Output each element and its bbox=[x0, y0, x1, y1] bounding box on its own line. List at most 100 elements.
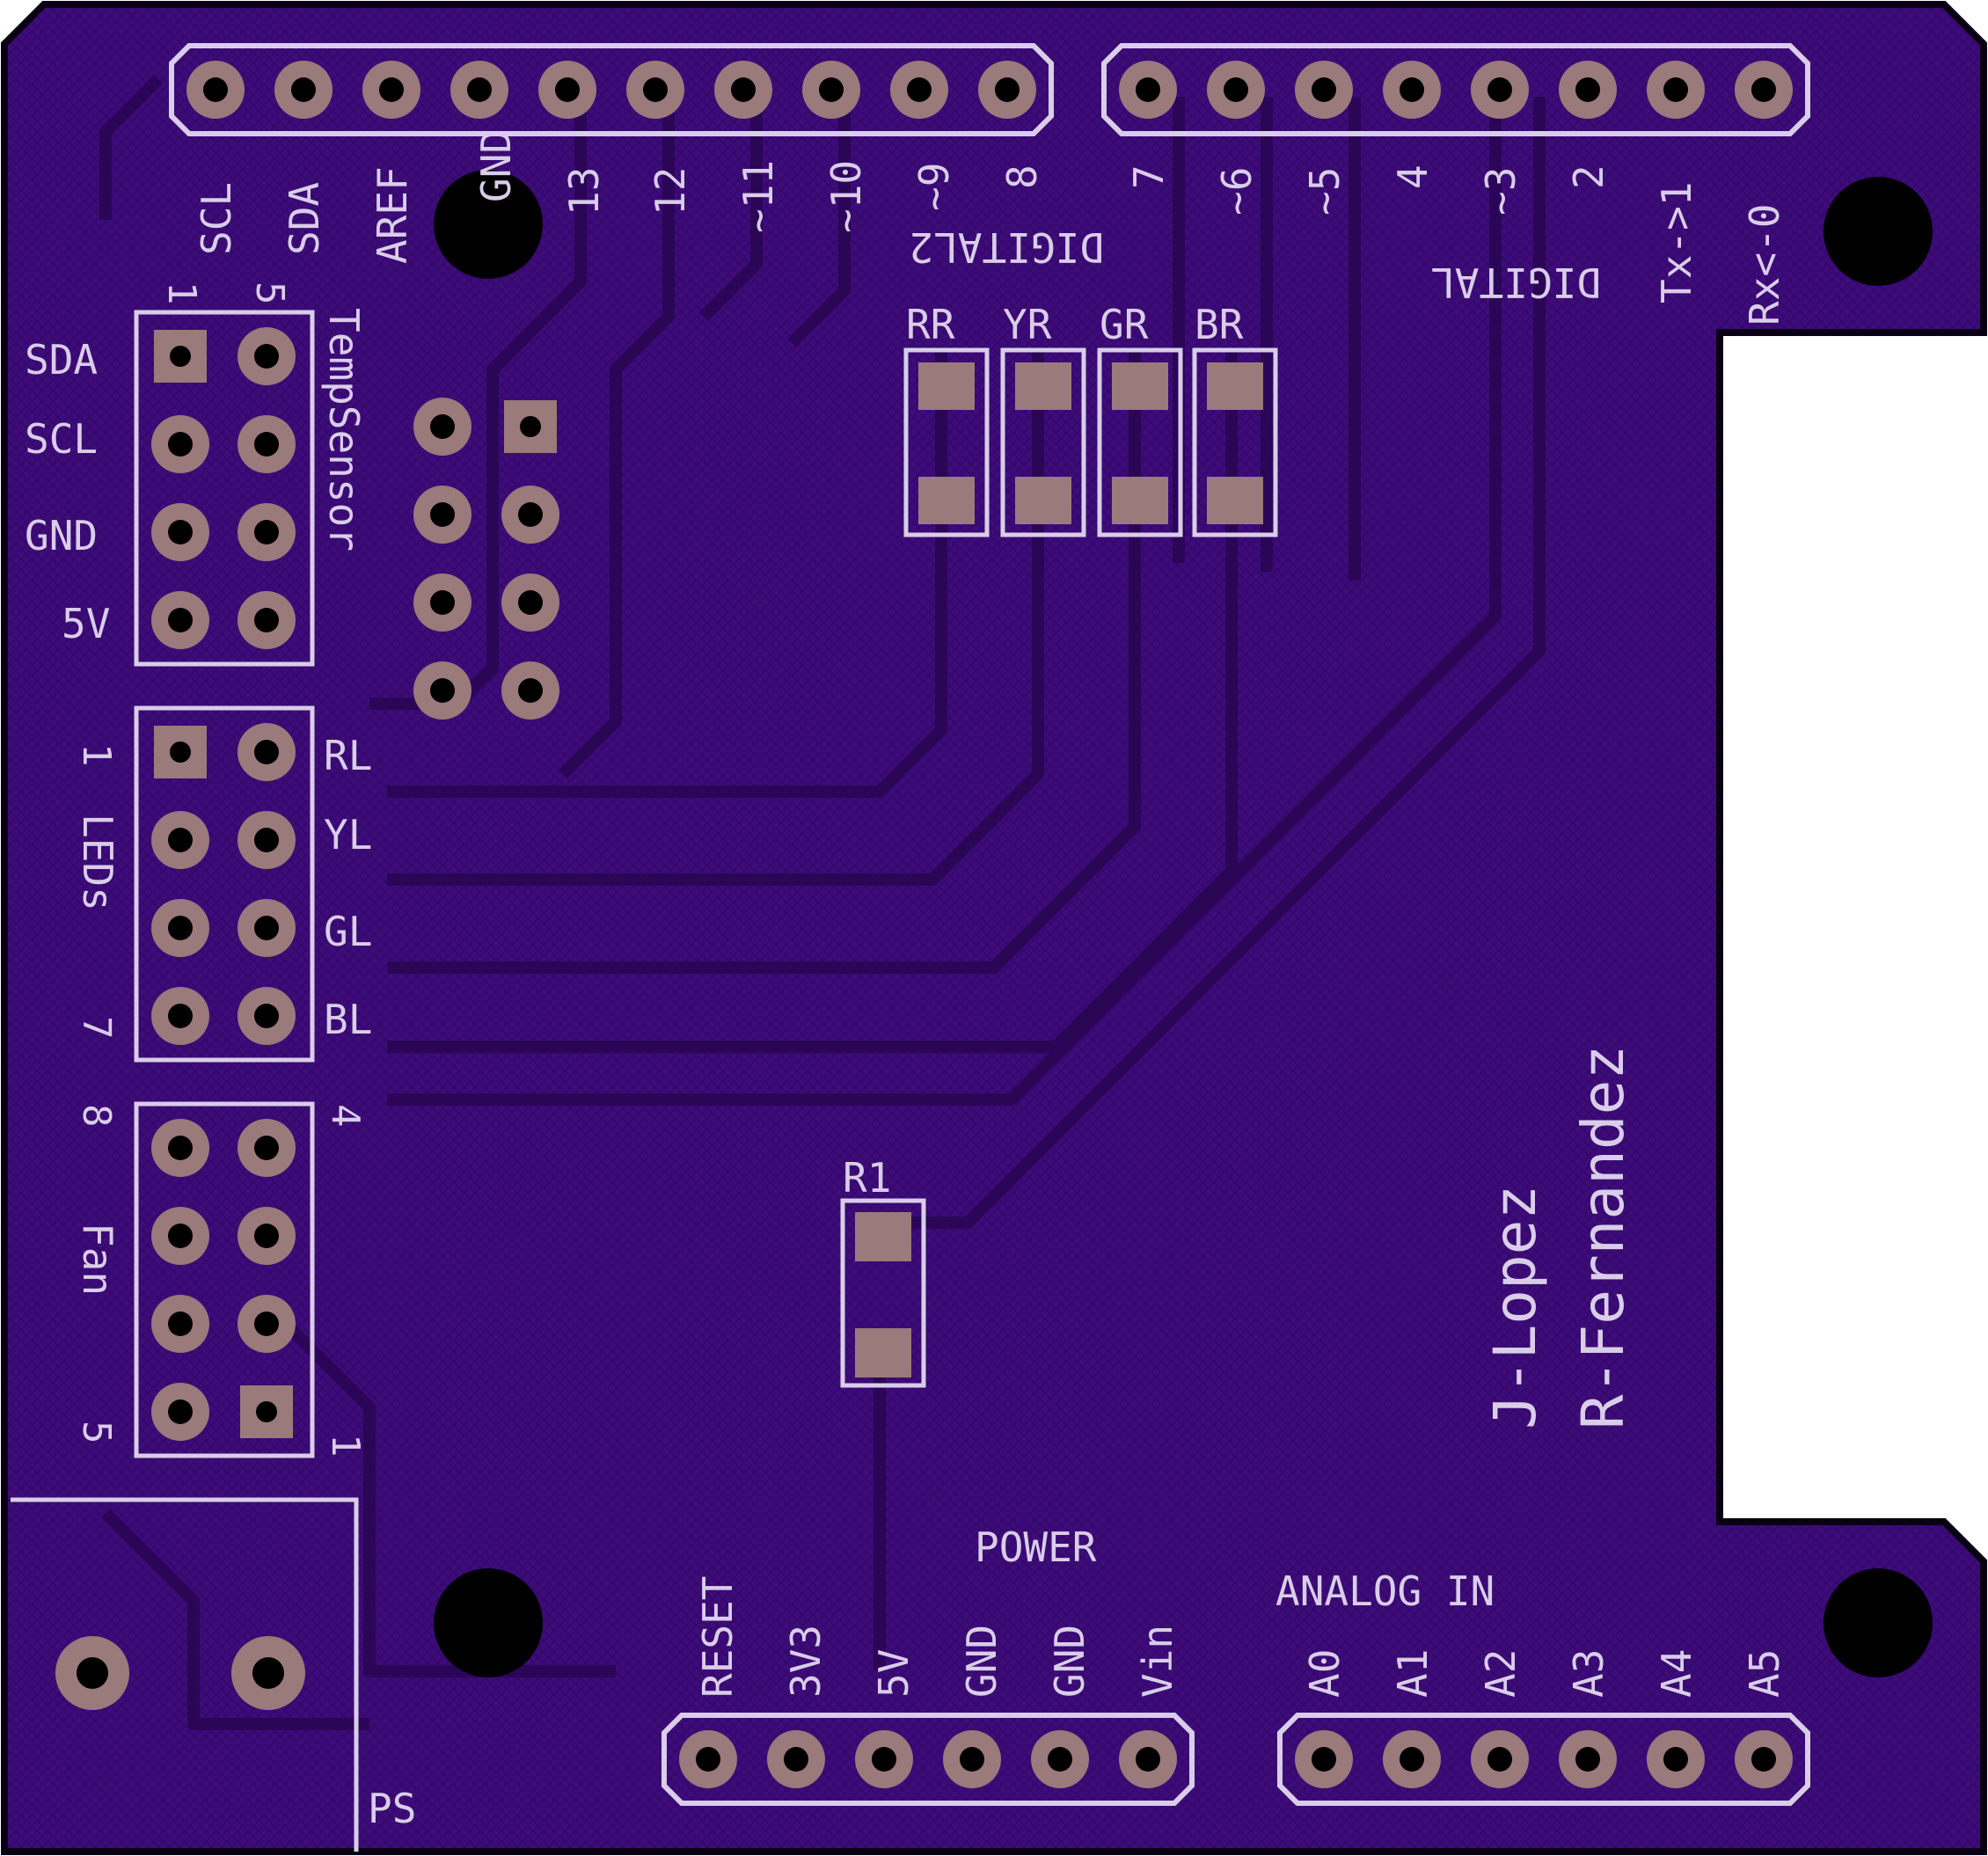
pin-label: ~6 bbox=[1213, 167, 1261, 216]
hole-icon bbox=[77, 1657, 108, 1689]
hole-icon bbox=[1751, 77, 1776, 102]
pin-label: Tx->1 bbox=[1653, 182, 1700, 303]
pin-label: 2 bbox=[1565, 164, 1612, 189]
hole-icon bbox=[1487, 77, 1512, 102]
power-title: POWER bbox=[975, 1524, 1097, 1571]
hole-icon bbox=[379, 77, 404, 102]
resistor-outline bbox=[1097, 347, 1183, 537]
pin-label: 4 bbox=[1389, 164, 1436, 189]
hole-icon bbox=[170, 742, 191, 763]
hole-icon bbox=[1312, 1747, 1336, 1772]
pin-label: AREF bbox=[369, 166, 416, 264]
square-pad-icon bbox=[1015, 477, 1071, 524]
analog-pin-labels: A0 A1 A2 A3 A4 A5 bbox=[1301, 1649, 1788, 1698]
leds-row-label: BL bbox=[324, 996, 372, 1043]
hole-icon bbox=[168, 1004, 193, 1028]
hole-icon bbox=[1663, 77, 1688, 102]
leds-row-label: RL bbox=[324, 732, 372, 779]
tempsensor-pin5-label: 5 bbox=[247, 281, 292, 305]
resistor-label-yr: YR bbox=[1003, 301, 1052, 348]
hole-icon bbox=[643, 77, 668, 102]
hole-icon bbox=[203, 77, 228, 102]
hole-icon bbox=[1487, 1747, 1512, 1772]
header-outline-analog bbox=[1277, 1713, 1810, 1806]
hole-icon bbox=[467, 77, 492, 102]
hole-icon bbox=[254, 520, 279, 544]
hole-icon bbox=[254, 432, 279, 457]
hole-icon bbox=[520, 416, 541, 437]
digital2-group-label: DIGITAL2 bbox=[909, 223, 1104, 271]
hole-icon bbox=[168, 1399, 193, 1424]
digital-group-label: DIGITAL bbox=[1430, 259, 1601, 306]
header-outline-digital2 bbox=[169, 43, 1054, 136]
fan-pin4-label: 4 bbox=[323, 1104, 368, 1128]
hole-icon bbox=[518, 678, 543, 703]
hole-icon bbox=[256, 1401, 277, 1422]
mounting-hole-icon bbox=[434, 1568, 543, 1677]
power-pin-labels: RESET 3V3 5V GND GND Vin bbox=[694, 1576, 1181, 1698]
fan-pin8-label: 8 bbox=[74, 1104, 119, 1128]
square-pad-icon bbox=[1207, 477, 1263, 524]
fan-pin5-label: 5 bbox=[74, 1421, 119, 1444]
pin-label: A2 bbox=[1477, 1649, 1524, 1698]
hole-icon bbox=[430, 502, 455, 527]
hole-icon bbox=[731, 77, 756, 102]
pin-label: Rx<-0 bbox=[1741, 204, 1788, 325]
hole-icon bbox=[819, 77, 844, 102]
resistor-label-br: BR bbox=[1195, 301, 1244, 348]
tempsensor-row-label: SCL bbox=[25, 415, 98, 463]
digital2-pin-labels: SCL SDA AREF GND 13 12 ~11 ~10 ~9 8 bbox=[193, 129, 1046, 264]
hole-icon bbox=[254, 1224, 279, 1248]
hole-icon bbox=[168, 608, 193, 632]
hole-icon bbox=[168, 432, 193, 457]
hole-icon bbox=[1575, 77, 1600, 102]
hole-icon bbox=[872, 1747, 896, 1772]
hole-icon bbox=[168, 916, 193, 940]
hole-icon bbox=[254, 740, 279, 764]
square-pad-icon bbox=[918, 362, 975, 410]
pin-label: A1 bbox=[1389, 1649, 1436, 1698]
author-label: R-Fernandez bbox=[1569, 1045, 1637, 1429]
hole-icon bbox=[254, 608, 279, 632]
tempsensor-pin1-label: 1 bbox=[159, 281, 204, 305]
pin-label: GND bbox=[958, 1625, 1005, 1698]
hole-icon bbox=[168, 1312, 193, 1336]
pin-label: SCL bbox=[193, 182, 240, 255]
hole-icon bbox=[254, 1004, 279, 1028]
hole-icon bbox=[168, 520, 193, 544]
square-pad-icon bbox=[1112, 362, 1168, 410]
pin-label: SDA bbox=[281, 182, 328, 255]
hole-icon bbox=[960, 1747, 984, 1772]
fan-outline bbox=[134, 1101, 315, 1458]
tempsensor-outline bbox=[134, 310, 315, 667]
pin-label: ~11 bbox=[735, 160, 782, 233]
leds-row-label: GL bbox=[324, 908, 372, 955]
square-pad-icon bbox=[1207, 362, 1263, 410]
hole-icon bbox=[168, 1136, 193, 1160]
leds-outline bbox=[134, 705, 315, 1063]
pin-label: 7 bbox=[1125, 164, 1173, 189]
hole-icon bbox=[1136, 1747, 1160, 1772]
header-outline-digital bbox=[1101, 43, 1810, 136]
hole-icon bbox=[1224, 77, 1248, 102]
pin-label: ~5 bbox=[1301, 167, 1348, 216]
pin-label: Vin bbox=[1134, 1625, 1181, 1698]
hole-icon bbox=[291, 77, 316, 102]
tempsensor-title: TempSensor bbox=[320, 308, 368, 552]
pin-label: ~10 bbox=[822, 160, 870, 233]
square-pad-icon bbox=[918, 477, 975, 524]
hole-icon bbox=[1048, 1747, 1072, 1772]
tempsensor-row-label: GND bbox=[25, 512, 98, 559]
pin-label: ~9 bbox=[910, 163, 958, 211]
hole-icon bbox=[430, 590, 455, 615]
fan-title: Fan bbox=[74, 1223, 121, 1296]
hole-icon bbox=[168, 828, 193, 852]
hole-icon bbox=[254, 1312, 279, 1336]
hole-icon bbox=[995, 77, 1020, 102]
hole-icon bbox=[555, 77, 580, 102]
mounting-hole-icon bbox=[1824, 1568, 1933, 1677]
hole-icon bbox=[254, 1136, 279, 1160]
hole-icon bbox=[518, 590, 543, 615]
